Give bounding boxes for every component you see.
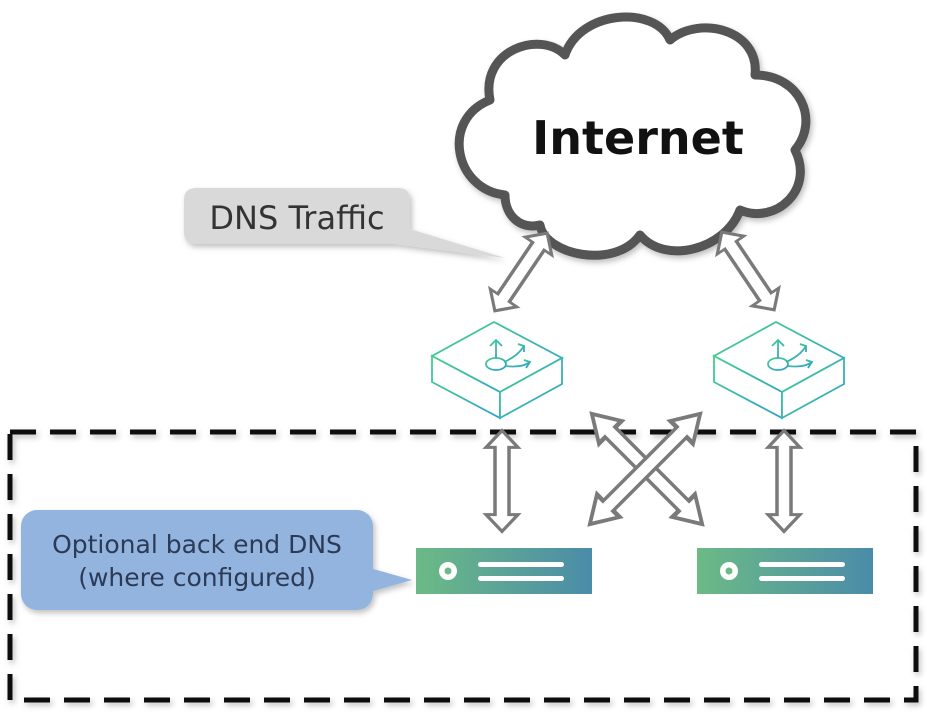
backend-dns-line1: Optional back end DNS — [52, 530, 342, 559]
server-icon — [697, 548, 873, 594]
server-right — [697, 548, 873, 594]
router-left — [430, 320, 564, 420]
internet-label: Internet — [532, 111, 744, 165]
server-left — [416, 548, 592, 594]
router-right — [712, 320, 846, 420]
backend-zone-border — [7, 429, 919, 703]
arrow-cloud-left-router — [479, 222, 563, 322]
arrow-left-router-left-server — [484, 428, 520, 534]
backend-dns-callout — [21, 510, 412, 610]
dns-traffic-label: DNS Traffic — [209, 199, 384, 237]
router-icon — [712, 320, 846, 420]
server-icon — [416, 548, 592, 594]
dns-traffic-callout — [184, 188, 505, 258]
internet-cloud — [454, 12, 811, 260]
arrow-right-router-right-server — [766, 428, 802, 534]
arrow-cloud-right-router — [706, 221, 790, 321]
backend-dns-line2: (where configured) — [78, 563, 316, 592]
router-icon — [430, 320, 564, 420]
